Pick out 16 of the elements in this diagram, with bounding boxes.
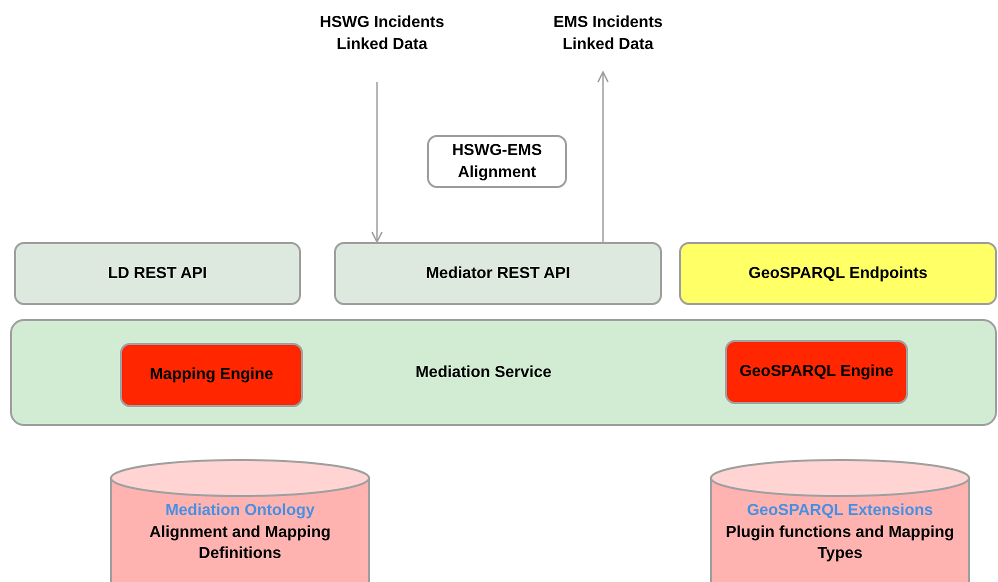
database-description: Plugin functions and Mapping Types [724,522,956,564]
service-band [10,319,997,426]
data-source-label: EMS Incidents Linked Data [552,13,664,55]
data-source-label: HSWG Incidents Linked Data [318,13,446,55]
band-label: Mediation Service [415,362,552,383]
database-title: GeoSPARQL Extensions [746,501,934,521]
database-title: Mediation Ontology [165,501,315,521]
arrow [371,82,383,243]
arrow [597,71,609,242]
component-box: Mapping Engine [120,343,303,407]
component-box: Mediator REST API [334,242,662,305]
database-description: Alignment and Mapping Definitions [148,522,332,564]
component-box: GeoSPARQL Engine [725,340,908,404]
component-box: GeoSPARQL Endpoints [679,242,997,305]
component-box: HSWG-EMS Alignment [427,135,567,188]
component-box: LD REST API [14,242,301,305]
